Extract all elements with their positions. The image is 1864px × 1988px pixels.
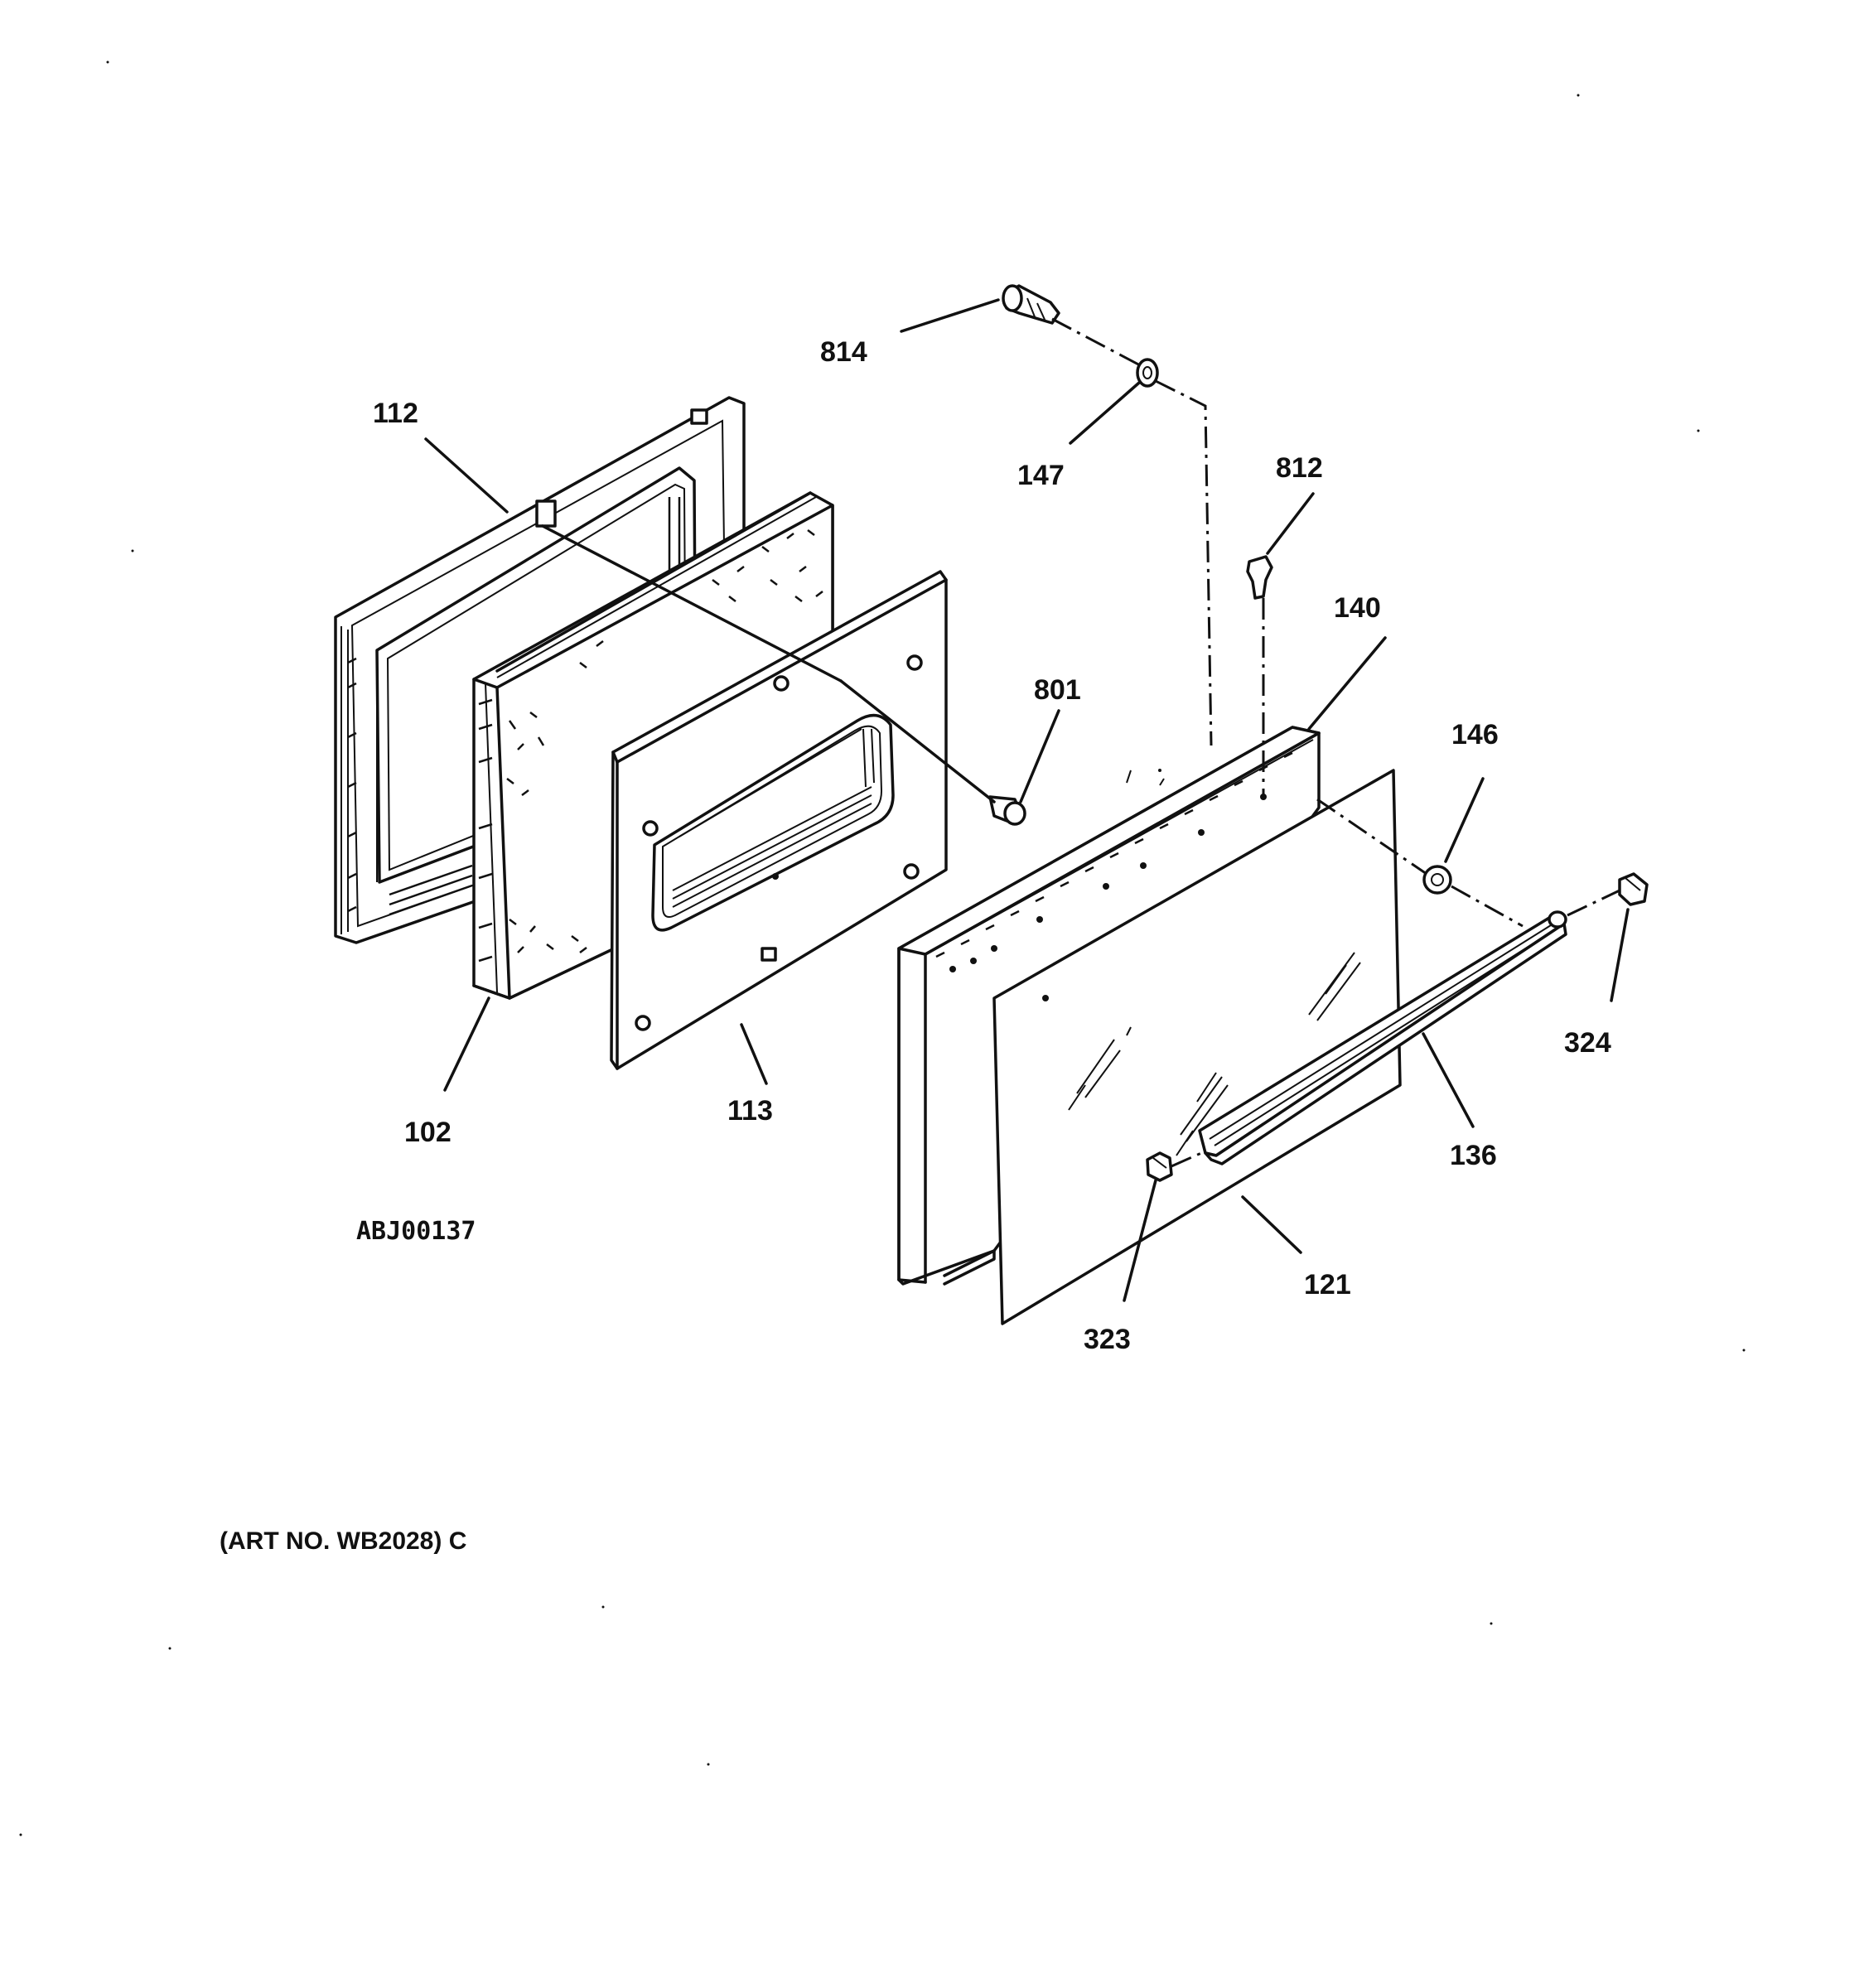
door-handle-screw — [1002, 284, 1060, 325]
callout-812: 812 — [1276, 452, 1323, 484]
drawing-code: ABJ00137 — [356, 1217, 476, 1246]
screw — [988, 795, 1026, 826]
callout-801: 801 — [1034, 674, 1081, 706]
door-handle — [1198, 910, 1567, 1165]
callout-112: 112 — [373, 398, 418, 429]
scan-specks — [19, 60, 1746, 1836]
assembly-lines — [541, 317, 1620, 1168]
handle-end-cap-left — [1146, 1151, 1173, 1182]
callout-147: 147 — [1017, 460, 1065, 491]
callout-121: 121 — [1304, 1269, 1351, 1300]
leader-lines — [424, 298, 1630, 1302]
callout-136: 136 — [1450, 1140, 1497, 1171]
callout-102: 102 — [404, 1117, 452, 1148]
handle-end-cap-right — [1618, 872, 1649, 906]
callout-323: 323 — [1084, 1324, 1131, 1355]
handle-spacer — [1422, 865, 1452, 895]
callout-140: 140 — [1334, 592, 1381, 624]
door-glass — [992, 769, 1402, 1325]
callout-814: 814 — [820, 336, 867, 368]
door-frame-screw — [1246, 555, 1273, 600]
art-number: (ART NO. WB2028) C — [220, 1527, 466, 1555]
callout-113: 113 — [727, 1095, 773, 1127]
callout-324: 324 — [1564, 1027, 1611, 1059]
washer — [1136, 358, 1159, 388]
callout-146: 146 — [1451, 719, 1499, 750]
inner-door-panel — [610, 570, 948, 1070]
